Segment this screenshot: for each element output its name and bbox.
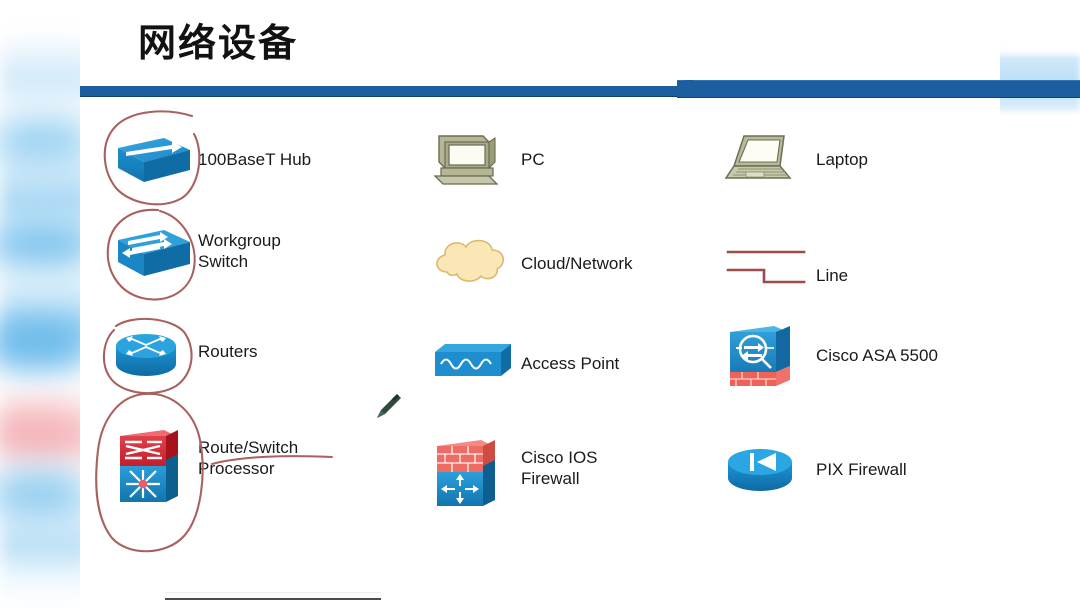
legend-item-pix-firewall[interactable]: PIX Firewall [720, 432, 907, 508]
laptop-icon [720, 122, 816, 198]
legend-label: Line [816, 265, 849, 285]
legend-item-route-switch-processor[interactable]: Route/Switch Processor [102, 420, 299, 502]
ios-firewall-icon [425, 430, 521, 506]
header-divider-bar-thick [677, 80, 1080, 98]
legend-item-hub[interactable]: 100BaseT Hub [102, 122, 311, 198]
header-divider-step [677, 80, 693, 96]
legend-item-asa-5500[interactable]: Cisco ASA 5500 [720, 318, 938, 394]
legend-item-cloud[interactable]: Cloud/Network [425, 226, 633, 302]
route-switch-processor-icon [102, 420, 198, 502]
legend-item-ios-firewall[interactable]: Cisco IOS Firewall [425, 430, 598, 506]
cloud-icon [425, 226, 521, 302]
pix-firewall-icon [720, 432, 816, 508]
line-icon [720, 238, 816, 314]
bottom-rule [165, 598, 381, 600]
legend-label: Cloud/Network [521, 253, 633, 273]
legend-item-line[interactable]: Line [720, 238, 848, 314]
legend-label: Cisco IOS Firewall [521, 448, 598, 488]
legend-label: Access Point [521, 353, 620, 373]
legend-label: Laptop [816, 149, 868, 169]
background-left-wash [0, 0, 92, 608]
legend-label: 100BaseT Hub [198, 149, 312, 169]
legend-item-access-point[interactable]: Access Point [425, 326, 619, 402]
legend-label: Route/Switch Processor [198, 438, 299, 478]
legend-label: Cisco ASA 5500 [816, 345, 938, 365]
pc-icon [425, 122, 521, 198]
legend-item-pc[interactable]: PC [425, 122, 545, 198]
slide-canvas: 网络设备 [80, 0, 1080, 608]
legend-item-routers[interactable]: Routers [102, 314, 258, 390]
workgroup-switch-icon [102, 214, 198, 290]
hub-icon [102, 122, 198, 198]
legend-item-laptop[interactable]: Laptop [720, 122, 868, 198]
legend-label: Workgroup Switch [198, 231, 281, 271]
pen-cursor-icon [368, 391, 402, 421]
access-point-icon [425, 326, 521, 402]
bottom-rule-shadow [165, 592, 381, 598]
legend-label: Routers [198, 341, 258, 361]
page-title: 网络设备 [138, 20, 299, 65]
legend-label: PC [521, 149, 545, 169]
legend-item-workgroup-switch[interactable]: Workgroup Switch [102, 214, 281, 290]
asa-5500-icon [720, 318, 816, 394]
router-icon [102, 314, 198, 390]
header-divider-bar [80, 86, 685, 97]
legend-label: PIX Firewall [816, 459, 907, 479]
